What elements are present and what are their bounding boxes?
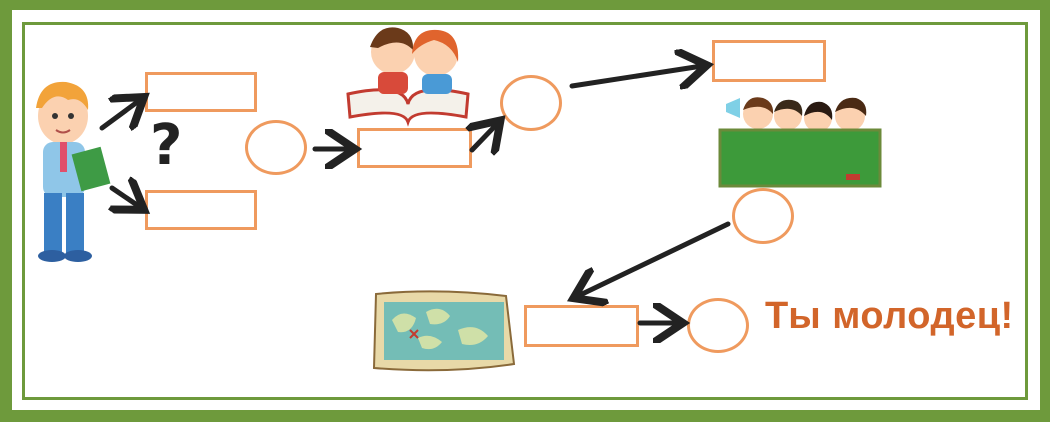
arrow-box3-to-circle2 [472,124,497,150]
boy-illustration [36,81,111,262]
answer-box-2[interactable] [145,190,257,230]
answer-box-4[interactable] [712,40,826,82]
blackboard-illustration [718,97,882,188]
answer-circle-3[interactable] [732,188,794,244]
answer-box-1[interactable] [145,72,257,112]
answer-box-5[interactable] [524,305,639,347]
arrow-circle3-to-box5 [578,221,731,296]
arrow-circle2-to-box4 [569,66,702,86]
children-reading-illustration [346,27,470,127]
treasure-map-illustration [372,290,516,372]
question-mark: ? [150,113,183,178]
arrow-boy-to-box2 [112,188,140,207]
answer-circle-4[interactable] [687,298,749,353]
praise-text: Ты молодец! [765,295,1014,337]
arrow-boy-to-box1 [99,100,140,128]
answer-circle-2[interactable] [500,75,562,131]
answer-circle-1[interactable] [245,120,307,175]
